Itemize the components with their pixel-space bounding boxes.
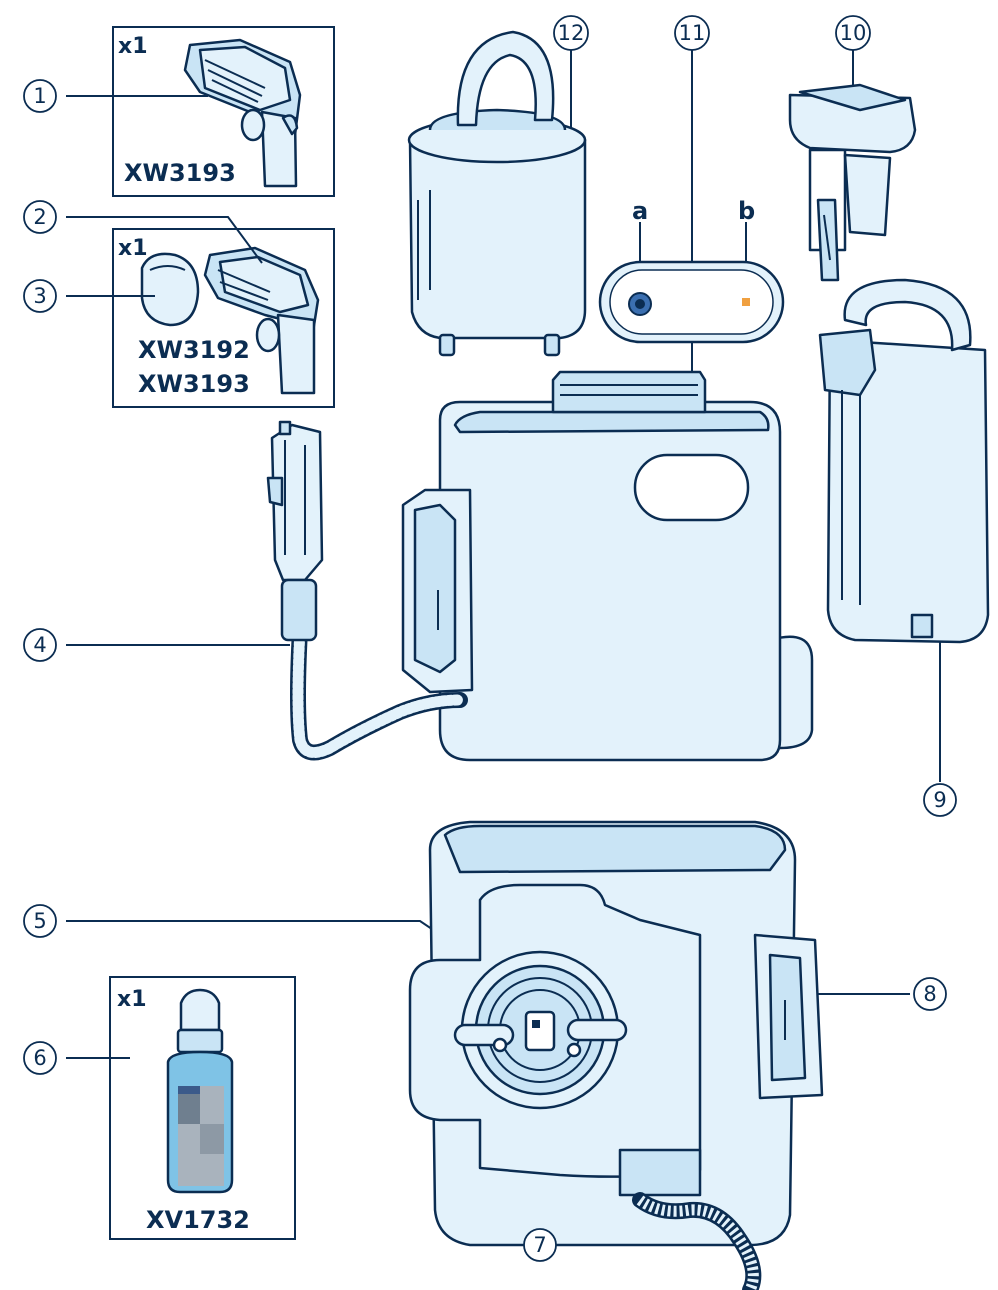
box1-model: XW3193 (124, 159, 236, 187)
callout-11: 11 (674, 15, 710, 51)
callout-12-num: 12 (558, 21, 585, 45)
leader-2 (66, 216, 263, 264)
callout-4-num: 4 (33, 633, 46, 657)
main-unit-illustration (401, 370, 814, 762)
callout-2-num: 2 (33, 205, 46, 229)
control-panel-illustration (598, 260, 785, 344)
callout-5-num: 5 (33, 909, 46, 933)
nozzle-1-illustration (183, 38, 302, 188)
callout-1: 1 (23, 79, 57, 113)
water-tank-illustration (818, 278, 990, 644)
callout-3-num: 3 (33, 284, 46, 308)
callout-12: 12 (553, 15, 589, 51)
callout-10: 10 (835, 15, 871, 51)
callout-6-num: 6 (33, 1046, 46, 1070)
box-bottle-6: x1 XV1732 (109, 976, 296, 1240)
callout-7-num: 7 (533, 1233, 546, 1257)
box6-qty: x1 (117, 987, 147, 1012)
callout-6: 6 (23, 1041, 57, 1075)
box6-model: XV1732 (146, 1206, 250, 1234)
callout-1-num: 1 (33, 84, 46, 108)
panel-letter-b: b (738, 197, 755, 225)
callout-10-num: 10 (840, 21, 867, 45)
nozzle-cap-illustration (140, 252, 200, 327)
callout-11-num: 11 (679, 21, 706, 45)
callout-5: 5 (23, 904, 57, 938)
nozzle-2-illustration (203, 246, 320, 395)
box2-model-2: XW3193 (138, 370, 250, 398)
hose-illustration (266, 420, 468, 761)
callout-8: 8 (913, 977, 947, 1011)
callout-3: 3 (23, 279, 57, 313)
tank-cap-illustration (788, 83, 917, 282)
box-nozzle-1: x1 XW3193 (112, 26, 335, 197)
box2-qty: x1 (118, 236, 148, 261)
callout-8-num: 8 (923, 982, 936, 1006)
callout-9: 9 (923, 783, 957, 817)
box1-qty: x1 (118, 34, 148, 59)
callout-4: 4 (23, 628, 57, 662)
filter-cartridge-illustration (407, 30, 587, 357)
descaling-bottle-illustration (166, 988, 234, 1194)
callout-9-num: 9 (933, 788, 946, 812)
callout-7: 7 (523, 1228, 557, 1262)
box-nozzle-2: x1 XW3192 XW3193 (112, 228, 335, 408)
panel-letter-a: a (632, 197, 648, 225)
box2-model-1: XW3192 (138, 336, 250, 364)
main-unit-rear-illustration (408, 820, 824, 1290)
callout-2: 2 (23, 200, 57, 234)
